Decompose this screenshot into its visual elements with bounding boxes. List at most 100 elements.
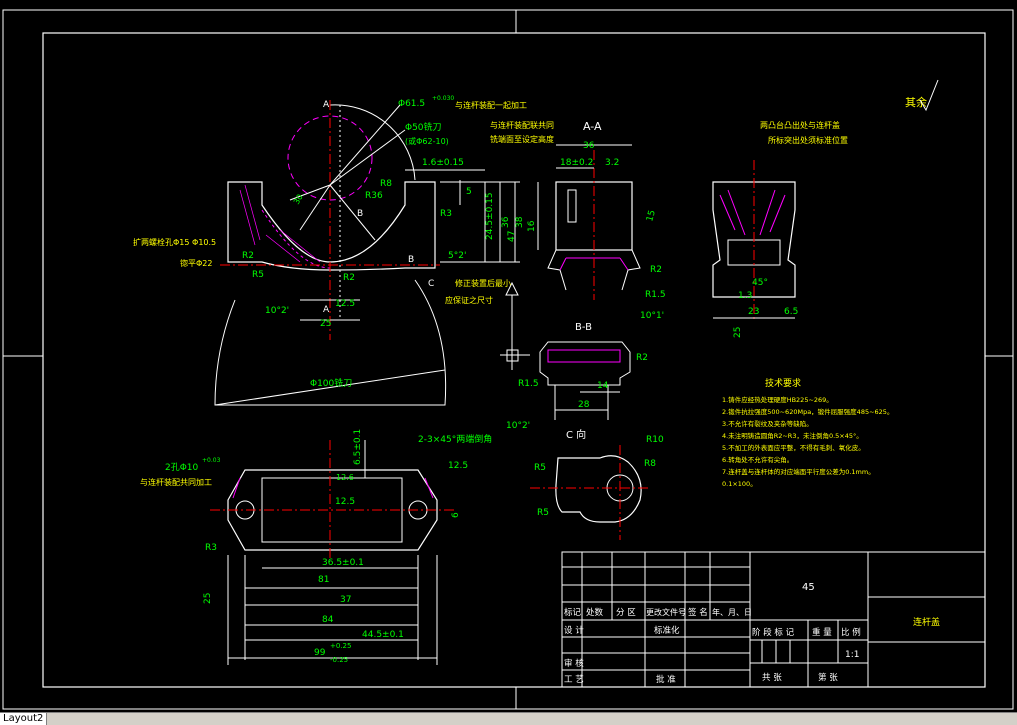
tech-req-6: 6.转角处不允许有尖角。 bbox=[722, 455, 793, 464]
tb-r-process: 工 艺 bbox=[564, 675, 584, 685]
tb-sheets-total: 共 张 bbox=[762, 673, 782, 683]
view-c-title: C 向 bbox=[566, 428, 586, 441]
tb-h-docno: 更改文件号 bbox=[646, 607, 686, 617]
side-view-45: 45° bbox=[752, 278, 768, 288]
section-a-dim-r1-5: R1.5 bbox=[645, 290, 666, 300]
dim-r8: R8 bbox=[380, 179, 392, 189]
dim-47: 47 bbox=[507, 231, 517, 242]
note-flat: 锪平Φ22 bbox=[180, 258, 212, 268]
dim-5: 5 bbox=[466, 187, 472, 197]
cut-label-b-bottom: B bbox=[408, 255, 414, 265]
section-a-dim-16-label: 16 bbox=[527, 220, 537, 232]
section-b-10-2: 10°2' bbox=[506, 421, 530, 431]
plan-dim-81: 81 bbox=[318, 575, 329, 585]
knife-100-arc bbox=[214, 279, 447, 406]
note-bore: 扩两螺栓孔Φ15 Φ10.5 bbox=[133, 237, 216, 247]
note-two-holes: 2孔Φ10 bbox=[165, 462, 199, 473]
tb-scale: 1:1 bbox=[845, 650, 859, 660]
section-a-title: A-A bbox=[583, 120, 602, 133]
tech-req-2: 2.锻件抗拉强度500~620Mpa，锻件屈服强度485~625。 bbox=[722, 407, 893, 416]
leader-3 bbox=[289, 184, 331, 201]
section-a-dim-10-1: 10°1' bbox=[640, 311, 664, 321]
sheet-border bbox=[2, 9, 1014, 710]
leader-4 bbox=[329, 184, 376, 241]
section-a-dim-r2: R2 bbox=[650, 265, 662, 275]
dim-1-6: 1.6±0.15 bbox=[422, 158, 464, 168]
side-view-hatch bbox=[719, 189, 786, 236]
tb-scale-label: 比 例 bbox=[841, 627, 861, 638]
tech-req-7: 7.连杆盖与连杆体的对应端面平行度公差为0.1mm。 bbox=[722, 467, 875, 476]
section-b-title: B-B bbox=[575, 322, 592, 333]
tb-stage-mark: 阶 段 标 记 bbox=[752, 627, 795, 638]
dim-r36: R36 bbox=[365, 191, 383, 201]
plan-dim-12-5-right: 12.5 bbox=[448, 461, 468, 471]
cut-label-b-top: B bbox=[357, 209, 363, 219]
tb-h-count: 处数 bbox=[586, 607, 604, 618]
side-view: 其余 两凸台凸出处与连杆盖 所标突出处须标准位置 45° 1.3 23 6.5 … bbox=[712, 79, 939, 338]
tab-layout2[interactable]: Layout2 bbox=[0, 713, 48, 725]
section-a-a: A-A 36 18±0.2 3.2 16 15 R2 R1.5 10°1' bbox=[527, 120, 666, 321]
knife-100-leader bbox=[214, 369, 446, 406]
plan-inner bbox=[261, 477, 403, 543]
note-chamfer: 2-3×45°两端倒角 bbox=[418, 433, 492, 445]
plan-outline bbox=[227, 469, 438, 551]
tb-sheet-no: 第 张 bbox=[818, 672, 838, 683]
note-hole-61-tol: +0.030 bbox=[432, 95, 454, 102]
plan-dim-12-6: 12.6 bbox=[336, 473, 354, 482]
dim-25: 25 bbox=[320, 319, 331, 329]
note-two-holes-note: 与连杆装配共同加工 bbox=[140, 477, 212, 487]
note-knife-50: Φ50铣刀 bbox=[405, 121, 442, 133]
note-hole-61-note: 与连杆装配一起加工 bbox=[455, 100, 527, 110]
tech-req-4: 4.未注明铸造圆角R2~R3，未注倒角0.5×45°。 bbox=[722, 431, 863, 440]
section-b-dim-14: 14 bbox=[597, 381, 609, 391]
note-two-holes-tol: +0.03 bbox=[202, 457, 221, 464]
roughness-rest: 其余 bbox=[905, 95, 927, 109]
drawing-frame bbox=[42, 32, 986, 688]
dim-36: 36 bbox=[501, 216, 511, 228]
tech-requirements: 技术要求 1.铸件应经热处理硬度HB225~269。 2.锻件抗拉强度500~6… bbox=[722, 377, 893, 488]
cut-label-a-bottom: A bbox=[323, 305, 330, 315]
tech-req-8: 0.1×100。 bbox=[722, 480, 757, 488]
section-b-r2: R2 bbox=[636, 353, 648, 363]
plan-dim-99: 99 bbox=[314, 648, 326, 658]
note-knife-50-sub: (或Φ62-10) bbox=[405, 136, 449, 146]
section-b-dim-28: 28 bbox=[578, 400, 590, 410]
dim-24-5: 24.5±0.15 bbox=[485, 192, 495, 240]
note-correct-2: 应保证之尺寸 bbox=[445, 295, 493, 305]
note-hole-61: Φ61.5 bbox=[398, 99, 425, 109]
section-b-r1-5: R1.5 bbox=[518, 379, 539, 389]
side-note-2: 所标突出处须标准位置 bbox=[768, 135, 848, 145]
plan-dim-99-tol-up: +0.25 bbox=[330, 642, 351, 650]
plan-chamfer bbox=[232, 477, 434, 499]
note-align-1: 与连杆装配联共同 bbox=[490, 120, 554, 130]
layout-tab-bar: Layout2 bbox=[0, 712, 1017, 725]
tech-req-title: 技术要求 bbox=[765, 377, 801, 389]
side-view-boss bbox=[727, 239, 781, 266]
plan-dim-36-5: 36.5±0.1 bbox=[322, 558, 364, 568]
section-a-dim-18-label: 18±0.2 bbox=[560, 158, 593, 168]
leader-2 bbox=[329, 129, 406, 186]
body-outline bbox=[227, 181, 436, 271]
tb-material: 45 bbox=[802, 582, 815, 593]
milling-arc bbox=[329, 104, 416, 181]
section-a-dim-3-2: 3.2 bbox=[605, 158, 619, 168]
view-c-r10: R10 bbox=[646, 435, 664, 445]
dim-30: 30 bbox=[292, 193, 305, 206]
tech-req-3: 3.不允许有裂纹及夹杂等缺陷。 bbox=[722, 419, 813, 428]
plan-dim-84: 84 bbox=[322, 615, 334, 625]
plan-dim-99-tol-dn: -0.25 bbox=[330, 656, 348, 664]
tb-h-date: 年、月、日 bbox=[712, 607, 752, 617]
main-view: A A B B C Φ61.5 +0.030 与连杆装配一起加工 Φ50铣刀 (… bbox=[133, 95, 554, 406]
dim-10-2: 10°2' bbox=[265, 306, 289, 316]
side-view-23: 23 bbox=[748, 307, 759, 317]
section-a-hatch bbox=[559, 257, 629, 271]
dim-r2a: R2 bbox=[242, 251, 254, 261]
side-view-1-3: 1.3 bbox=[738, 291, 752, 301]
view-c: C 向 R10 R8 R5 R5 bbox=[530, 428, 664, 540]
section-b-outline bbox=[539, 341, 631, 386]
section-a-feet bbox=[547, 249, 641, 291]
view-c-r5a: R5 bbox=[534, 463, 546, 473]
cut-label-c: C bbox=[428, 279, 434, 289]
